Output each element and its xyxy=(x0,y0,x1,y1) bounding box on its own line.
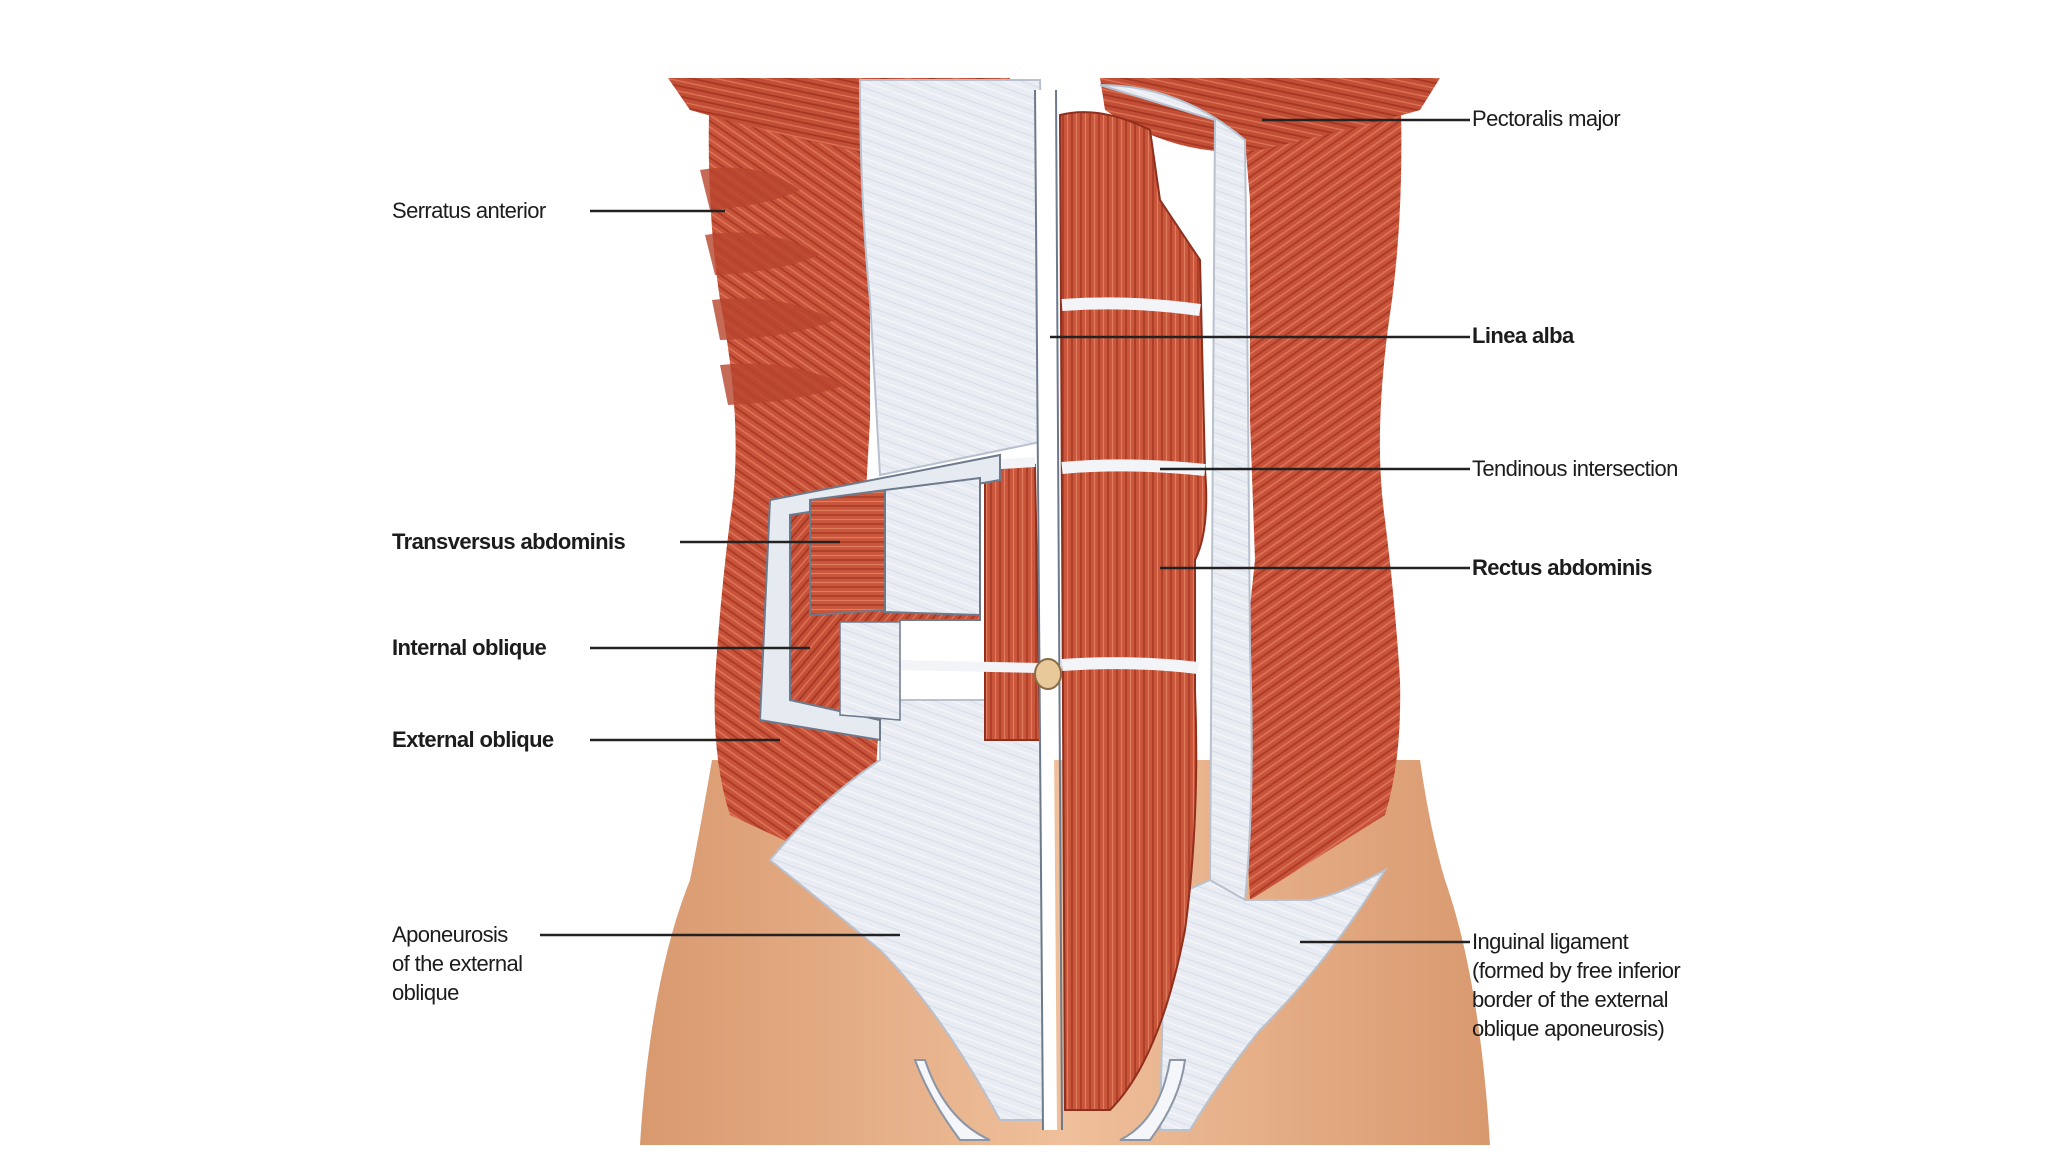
label-inguinal-ligament: Inguinal ligament (formed by free inferi… xyxy=(1472,929,1681,1041)
label-rectus-abdominis: Rectus abdominis xyxy=(1472,555,1652,580)
label-internal-oblique: Internal oblique xyxy=(392,635,547,660)
transversus-abdominis-muscle xyxy=(809,488,886,617)
cutaway-layers xyxy=(758,453,1001,742)
label-aponeurosis-external-oblique: Aponeurosis of the external oblique xyxy=(392,922,523,1005)
linea-alba-line xyxy=(1034,89,1063,1131)
anterior-rectus-sheath-left xyxy=(858,79,1052,477)
serratus-anterior-muscle xyxy=(700,167,845,405)
pubic-region xyxy=(913,1059,1187,1141)
aponeurosis-external-oblique-shape xyxy=(768,699,1388,1131)
label-linea-alba: Linea alba xyxy=(1472,323,1574,348)
label-tendinous-intersection: Tendinous intersection xyxy=(1472,456,1678,481)
label-pectoralis-major: Pectoralis major xyxy=(1472,106,1621,131)
label-external-oblique: External oblique xyxy=(392,727,554,752)
umbilicus xyxy=(1034,658,1062,690)
label-transversus-abdominis: Transversus abdominis xyxy=(392,529,626,554)
leader-lines xyxy=(540,118,1470,944)
label-serratus-anterior: Serratus anterior xyxy=(392,198,546,223)
anterior-rectus-sheath-right xyxy=(1099,84,1253,902)
